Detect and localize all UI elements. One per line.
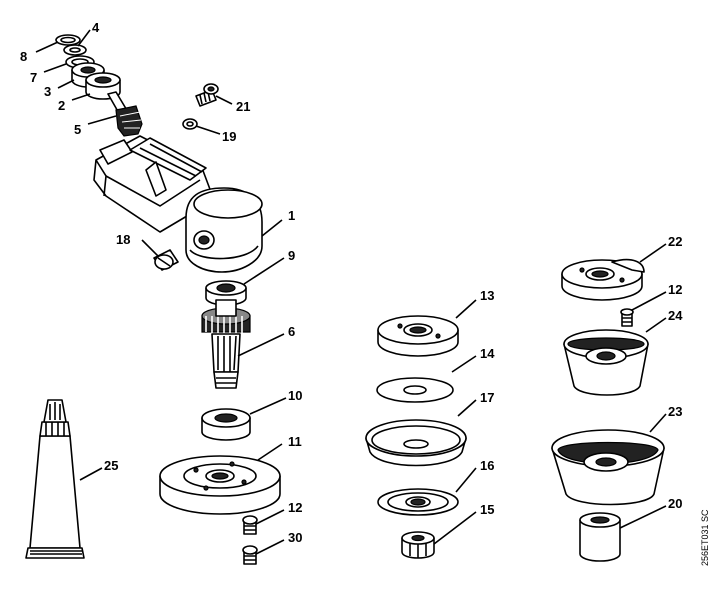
- part-cup-22: [551, 429, 665, 506]
- callout-1: 1: [288, 208, 295, 223]
- callout-20: 21: [236, 99, 250, 114]
- part-cup-17: [365, 419, 467, 467]
- part-screw-30: [242, 545, 258, 565]
- part-spacer-24: [579, 512, 621, 562]
- part-screw-20: [195, 83, 219, 107]
- callout-25: 25: [104, 458, 118, 473]
- callout-15: 15: [480, 502, 494, 517]
- part-washer-4: [63, 44, 87, 56]
- callout-4: 4: [92, 20, 100, 35]
- part-thrust-plate-11: [159, 455, 281, 515]
- callout-10: 10: [288, 388, 302, 403]
- callout-16: 16: [480, 458, 494, 473]
- part-washer-19: [182, 118, 198, 130]
- callout-11: 11: [288, 434, 302, 449]
- part-cup-23: [563, 329, 649, 396]
- part-screw-12-upper: [620, 308, 634, 327]
- part-thrust-plate-21: [561, 258, 645, 301]
- part-thrust-plate-16: [377, 488, 459, 516]
- callout-8: 8: [20, 49, 27, 64]
- callout-9: 9: [288, 248, 295, 263]
- part-gear-housing-1: [93, 135, 263, 273]
- callout-3: 3: [44, 84, 51, 99]
- part-plug-18: [153, 249, 179, 271]
- callout-2: 2: [58, 98, 65, 113]
- part-grease-tube-25: [25, 399, 85, 559]
- part-bearing-10: [201, 408, 251, 441]
- drawing-code: 256ET031 SC: [700, 509, 710, 566]
- callout-17: 17: [480, 390, 494, 405]
- part-shaft-6: [201, 299, 251, 389]
- part-disc-14: [376, 377, 454, 403]
- callout-7: 7: [30, 70, 37, 85]
- callout-21: 22: [668, 234, 682, 249]
- callout-24: 20: [668, 496, 682, 511]
- leader-lines: [35, 29, 667, 555]
- callout-18: 18: [116, 232, 130, 247]
- callout-14: 14: [480, 346, 495, 361]
- callout-12-upper: 12: [668, 282, 682, 297]
- part-screw-12-lower: [242, 515, 258, 535]
- callout-19: 19: [222, 129, 236, 144]
- callout-12-lower: 12: [288, 500, 302, 515]
- part-thrust-washer-13: [377, 315, 459, 357]
- callout-23: 24: [668, 308, 683, 323]
- callout-30: 30: [288, 530, 302, 545]
- part-bearing-2: [85, 72, 121, 100]
- callout-13: 13: [480, 288, 494, 303]
- part-nut-15: [401, 531, 435, 559]
- part-pinion-5: [107, 91, 143, 137]
- part-circlip-8: [55, 34, 81, 46]
- callout-5: 5: [74, 122, 81, 137]
- callout-22: 23: [668, 404, 682, 419]
- part-bearing-9: [205, 280, 247, 306]
- callout-6: 6: [288, 324, 295, 339]
